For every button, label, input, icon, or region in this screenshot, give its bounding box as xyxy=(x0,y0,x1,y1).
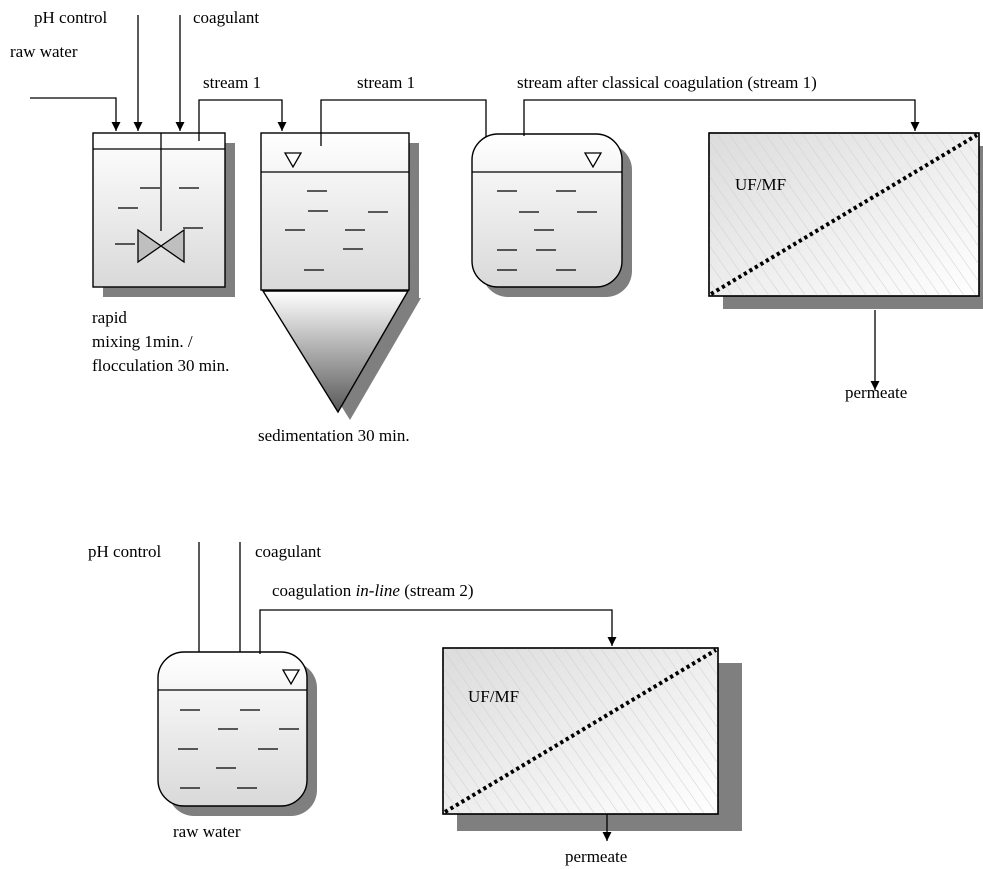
membrane-line xyxy=(443,648,718,814)
permeate-label-top: permeate xyxy=(845,383,907,402)
coagulant-label-bottom: coagulant xyxy=(255,542,321,561)
top-process: pH control coagulant raw water stream 1 … xyxy=(10,8,983,445)
bottom-process: pH control coagulant coagulation in-line… xyxy=(88,542,742,866)
raw-water-label-bottom: raw water xyxy=(173,822,241,841)
storage-tank xyxy=(471,99,920,297)
coagulation-inline-label: coagulation in-line (stream 2) xyxy=(272,581,474,600)
raw-water-label: raw water xyxy=(10,42,78,61)
membrane-line xyxy=(709,133,979,296)
uf-mf-label-top: UF/MF xyxy=(735,175,786,194)
rapid-label: rapid xyxy=(92,308,127,327)
permeate-label-bottom: permeate xyxy=(565,847,627,866)
uf-mf-module-top xyxy=(708,132,983,390)
raw-water-input-arrow xyxy=(30,97,121,131)
coagulant-label: coagulant xyxy=(193,8,259,27)
mixing-label: mixing 1min. / xyxy=(92,332,193,351)
uf-mf-label-bottom: UF/MF xyxy=(468,687,519,706)
flocculation-label: flocculation 30 min. xyxy=(92,356,229,375)
sedimentation-label: sedimentation 30 min. xyxy=(258,426,410,445)
ph-control-label: pH control xyxy=(34,8,107,27)
inline-tank xyxy=(157,609,617,816)
stream-1-label-b: stream 1 xyxy=(357,73,415,92)
uf-mf-module-bottom xyxy=(442,647,742,841)
sedimentation-tank xyxy=(260,99,491,420)
water-level-icon xyxy=(583,152,603,169)
stream-1-label-a: stream 1 xyxy=(203,73,261,92)
ph-control-label-bottom: pH control xyxy=(88,542,161,561)
mixing-tank xyxy=(92,99,287,297)
mixer-impeller-icon xyxy=(137,228,185,264)
water-level-icon xyxy=(281,669,301,686)
stream-after-label: stream after classical coagulation (stre… xyxy=(517,73,817,92)
water-level-icon xyxy=(283,152,303,169)
